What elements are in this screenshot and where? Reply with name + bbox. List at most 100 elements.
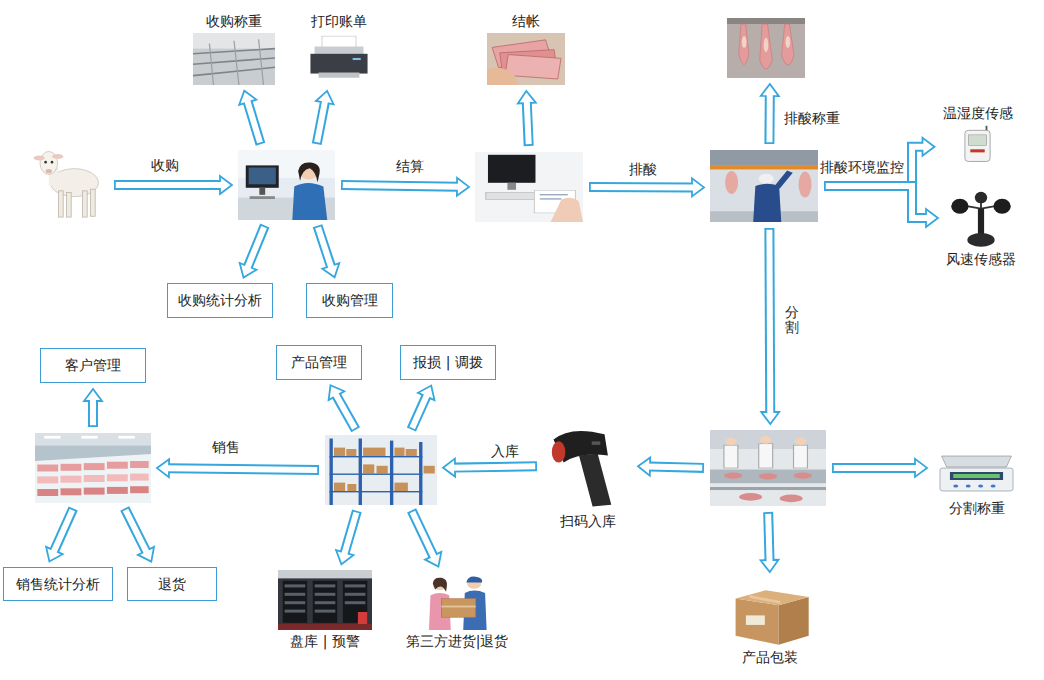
picture-caption: 结帐 xyxy=(485,13,567,30)
picture-part xyxy=(51,161,54,164)
picture-part xyxy=(130,461,149,468)
block-arrow xyxy=(157,459,319,477)
arrow-shaft xyxy=(412,512,434,559)
box-text: 退货 xyxy=(158,576,186,593)
picture-part xyxy=(37,461,148,472)
picture-part xyxy=(540,194,568,195)
picture-part xyxy=(967,233,994,247)
edge-label: 排酸环境监控 xyxy=(818,159,906,176)
picture xyxy=(418,572,496,630)
edge-label: 收购 xyxy=(149,157,181,174)
picture-part xyxy=(353,58,361,60)
picture-part xyxy=(61,488,82,495)
block-arrow xyxy=(84,389,102,427)
picture xyxy=(950,190,1012,248)
block-arrow xyxy=(832,459,927,477)
picture-part xyxy=(779,597,809,645)
arrow-shaft xyxy=(53,510,72,553)
picture-part xyxy=(315,610,336,613)
picture xyxy=(35,433,151,503)
picture-caption: 收购称重 xyxy=(191,13,277,30)
picture-part xyxy=(749,595,780,604)
picture-node xyxy=(727,18,805,78)
picture-part xyxy=(285,584,306,587)
picture-node: 温湿度传感 xyxy=(941,105,1015,163)
picture-node: 结帐 xyxy=(485,13,567,85)
picture-node: 产品包装 xyxy=(725,578,815,666)
picture-part xyxy=(209,39,263,85)
picture-part xyxy=(315,593,336,596)
picture-part xyxy=(107,462,128,469)
carton-illustration xyxy=(727,578,813,646)
picture-part xyxy=(238,150,335,220)
picture xyxy=(325,435,437,505)
picture-caption: 温湿度传感 xyxy=(941,105,1015,122)
picture-part xyxy=(955,125,1000,163)
process-box: 报损 | 调拨 xyxy=(400,345,496,380)
box-text: 客户管理 xyxy=(65,357,121,374)
picture xyxy=(28,140,108,222)
picture-part xyxy=(394,448,404,456)
picture-part xyxy=(359,439,362,506)
picture-part xyxy=(28,140,108,222)
picture-part xyxy=(753,184,781,222)
picture-part xyxy=(84,475,105,482)
picture-part xyxy=(319,73,360,78)
picture xyxy=(710,430,826,506)
picture-part xyxy=(724,444,808,468)
counter-illustration xyxy=(35,433,151,503)
picture-part xyxy=(710,150,818,166)
picture xyxy=(278,570,372,630)
picture-part xyxy=(82,191,87,217)
box-text: 报损 | 调拨 xyxy=(413,354,483,371)
picture-part xyxy=(249,168,276,185)
picture-caption: 打印账单 xyxy=(303,13,375,30)
picture-part xyxy=(406,449,417,456)
arrow-shaft xyxy=(126,510,148,554)
picture-node: 盘库 | 预警 xyxy=(276,570,374,650)
picture xyxy=(475,152,583,222)
process-box: 客户管理 xyxy=(40,348,146,383)
arrow-shaft xyxy=(766,230,773,415)
rails-illustration xyxy=(193,33,275,85)
picture-caption: 第三方进货|退货 xyxy=(404,633,511,650)
picture-part xyxy=(592,441,601,445)
picture-part xyxy=(742,36,790,52)
block-arrow xyxy=(761,512,779,572)
picture-caption: 分割称重 xyxy=(933,500,1020,517)
arrow-shaft xyxy=(247,99,260,142)
picture-part xyxy=(965,130,990,161)
picture-part xyxy=(433,578,447,592)
picture-part xyxy=(710,166,818,170)
picture-part xyxy=(58,191,63,217)
picture-part xyxy=(315,601,336,604)
picture-part xyxy=(37,476,58,483)
block-arrow xyxy=(412,510,442,566)
picture xyxy=(727,18,805,78)
edge-label: 排酸 xyxy=(627,161,659,178)
picture-part xyxy=(794,473,813,479)
picture-part xyxy=(760,436,772,444)
room-illustration xyxy=(710,150,818,222)
picture-part xyxy=(441,606,475,608)
picture-part xyxy=(786,36,791,48)
picture-part xyxy=(325,435,437,505)
block-arrow xyxy=(638,458,704,476)
desk-illustration xyxy=(475,152,583,222)
picture-part xyxy=(37,465,58,472)
picture-node: 打印账单 xyxy=(303,13,375,85)
picture-part xyxy=(193,58,275,64)
picture-part xyxy=(285,584,366,612)
process-box: 收购统计分析 xyxy=(167,283,273,318)
edge-label: 结算 xyxy=(394,158,426,175)
picture-part xyxy=(35,433,151,446)
picture-part xyxy=(507,183,516,190)
picture-part xyxy=(334,483,345,491)
picture-part xyxy=(739,24,794,69)
picture-part xyxy=(37,486,148,496)
process-box: 产品管理 xyxy=(276,345,362,380)
arrow-shaft xyxy=(317,100,325,143)
block-arrow xyxy=(341,178,469,196)
picture-part xyxy=(710,430,826,506)
picture-part xyxy=(466,576,482,582)
